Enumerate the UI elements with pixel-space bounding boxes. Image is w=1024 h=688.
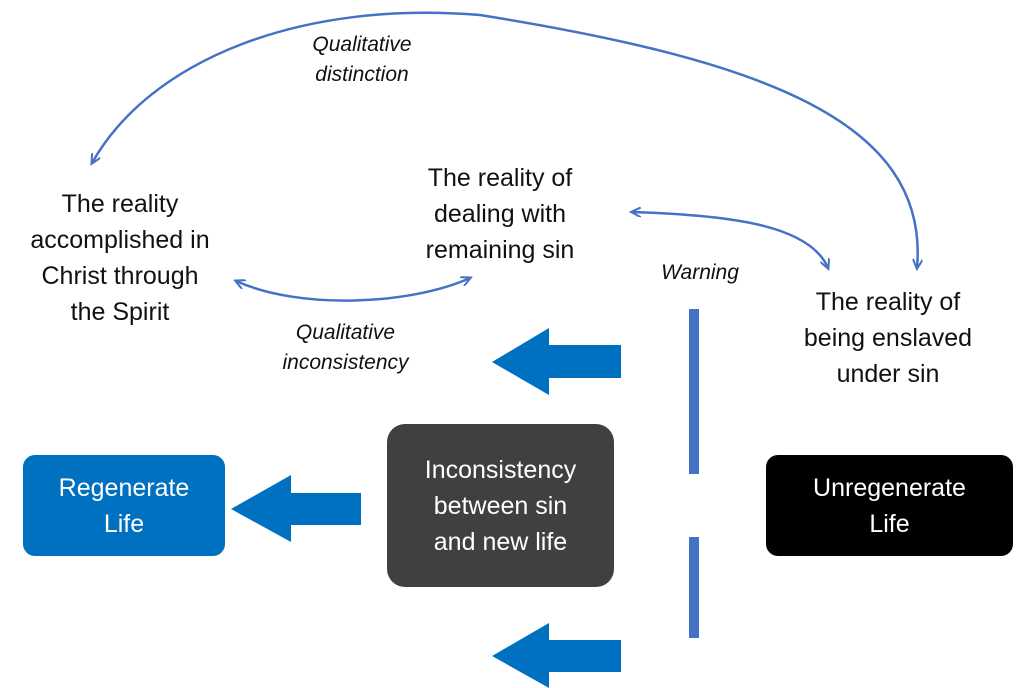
warning-bar-lower <box>689 537 699 638</box>
block-arrow-lower <box>492 623 621 688</box>
node-reality-dealing: The reality of dealing with remaining si… <box>425 164 575 264</box>
dealing-enslaved-curve <box>632 212 828 268</box>
block-arrow-upper <box>492 328 621 395</box>
node-reality-accomplished: The reality accomplished in Christ throu… <box>30 190 210 326</box>
label-qualitative-distinction: Qualitative distinction <box>312 33 412 86</box>
block-arrow-middle <box>231 475 361 542</box>
warning-bar-upper <box>689 309 699 474</box>
distinction-arc <box>92 11 918 268</box>
node-reality-enslaved: The reality of being enslaved under sin <box>803 288 973 388</box>
inconsistency-curve <box>236 278 470 302</box>
box-inconsistency: Inconsistency between sin and new life <box>387 424 614 587</box>
box-regenerate-life: Regenerate Life <box>23 455 225 556</box>
box-unregenerate-life: Unregenerate Life <box>766 455 1013 556</box>
label-qualitative-inconsistency: Qualitative inconsistency <box>282 321 409 374</box>
label-warning: Warning <box>661 261 739 284</box>
